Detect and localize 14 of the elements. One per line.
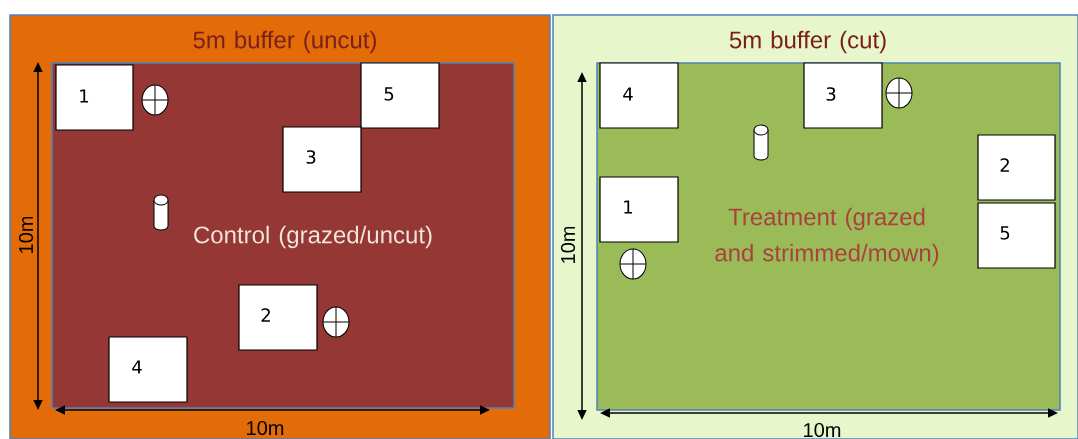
quadrat-box: 1 xyxy=(599,176,679,243)
quadrat-box: 5 xyxy=(360,62,440,129)
quadrat-box: 2 xyxy=(977,134,1056,201)
quadrat-box: 4 xyxy=(108,336,188,403)
quadrat-box: 3 xyxy=(282,126,362,193)
dimension-label: 10m xyxy=(560,226,576,263)
quadrat-box: 3 xyxy=(803,62,883,129)
dimension-label: 10m xyxy=(804,422,841,438)
dimension-label: 10m xyxy=(18,216,34,253)
quadrat-box: 2 xyxy=(238,284,318,351)
dimension-label: 10m xyxy=(247,420,284,436)
quadrat-box: 4 xyxy=(599,62,679,129)
quadrat-box: 1 xyxy=(55,64,134,131)
quadrat-box: 5 xyxy=(977,202,1056,269)
